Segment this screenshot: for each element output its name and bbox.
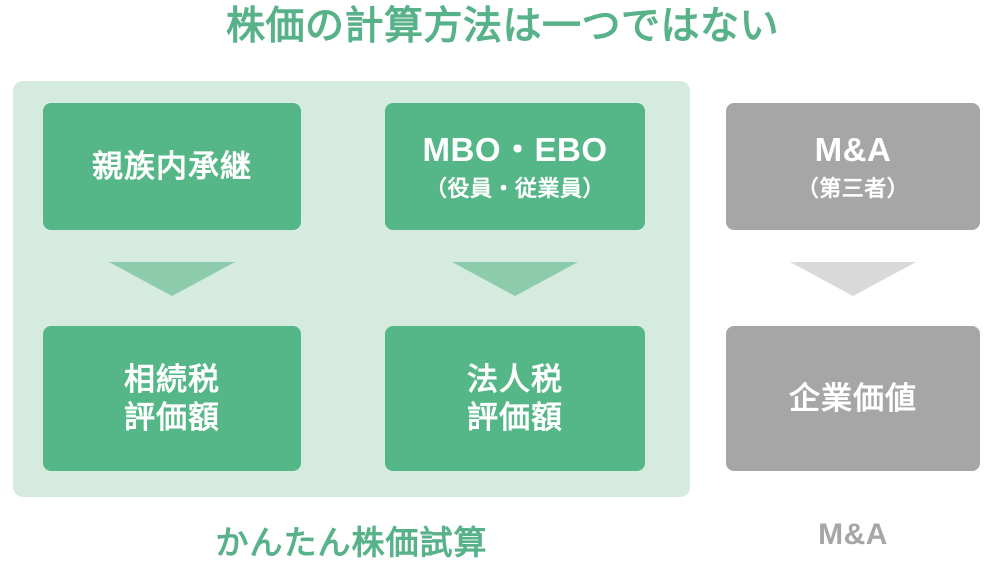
down-arrow-icon-middle xyxy=(452,262,578,296)
card-mbo-ebo-subtitle: （役員・従業員） xyxy=(424,176,605,202)
down-arrow-icon-right xyxy=(790,262,916,296)
down-arrow-icon-left xyxy=(109,262,235,296)
card-ma-third-party-subtitle: （第三者） xyxy=(796,176,910,202)
card-inheritance-tax-valuation[interactable]: 相続税 評価額 xyxy=(43,326,301,471)
card-corporate-tax-valuation[interactable]: 法人税 評価額 xyxy=(385,326,645,471)
caption-ma: M&A xyxy=(818,518,888,551)
card-kinship-succession[interactable]: 親族内承継 xyxy=(43,103,301,230)
card-mbo-ebo[interactable]: MBO・EBO （役員・従業員） xyxy=(385,103,645,230)
card-mbo-ebo-title: MBO・EBO xyxy=(422,130,608,168)
card-ma-third-party-title: M&A xyxy=(814,130,892,168)
card-inheritance-tax-valuation-line2: 評価額 xyxy=(124,399,220,435)
card-corporate-tax-valuation-line1: 法人税 xyxy=(467,361,563,397)
card-kinship-succession-title: 親族内承継 xyxy=(92,148,252,184)
card-enterprise-value[interactable]: 企業価値 xyxy=(726,326,980,471)
card-corporate-tax-valuation-line2: 評価額 xyxy=(467,399,563,435)
caption-simple-stock-price-estimate: かんたん株価試算 xyxy=(215,524,488,561)
page-title: 株価の計算方法は一つではない xyxy=(225,5,779,48)
card-enterprise-value-title: 企業価値 xyxy=(789,380,917,416)
card-ma-third-party[interactable]: M&A （第三者） xyxy=(726,103,980,230)
card-inheritance-tax-valuation-line1: 相続税 xyxy=(124,361,220,397)
